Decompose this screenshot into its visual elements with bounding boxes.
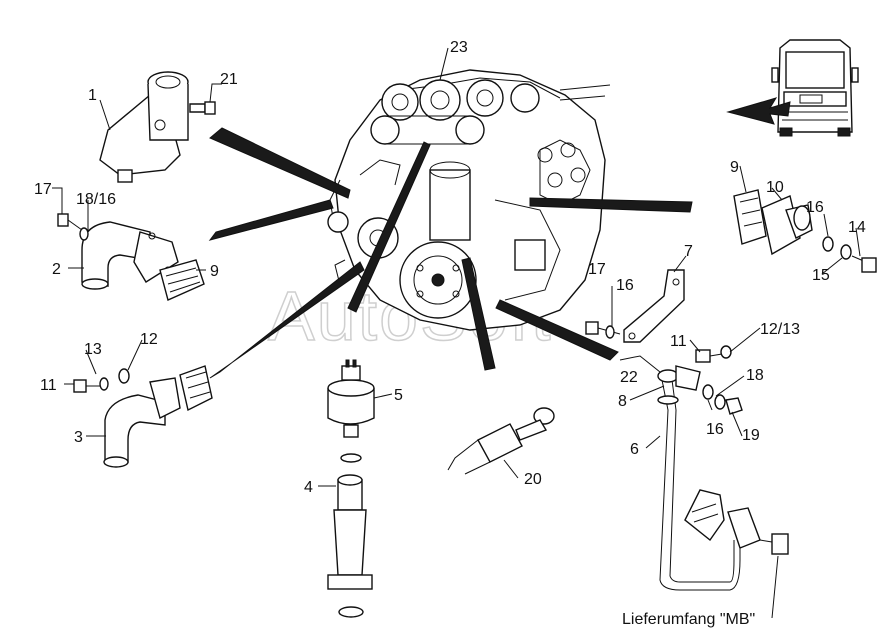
callout-11-right: 11 [670, 333, 687, 350]
part-10-outlet [761, 195, 813, 256]
callout-5: 5 [394, 387, 403, 404]
part-20-sender [447, 407, 555, 475]
leader-wedges [208, 127, 693, 379]
callout-10: 10 [766, 179, 784, 196]
bolt-17-left [57, 213, 89, 241]
part-6-flange [684, 489, 789, 555]
callout-15: 15 [812, 267, 830, 284]
callout-14: 14 [848, 219, 866, 236]
part-5-sensor [327, 359, 375, 463]
callout-11-left: 11 [40, 377, 57, 394]
callout-21: 21 [220, 71, 238, 88]
part-9-gasket-left [159, 259, 205, 301]
callout-12: 12 [140, 331, 158, 348]
callout-8: 8 [618, 393, 627, 410]
callout-19: 19 [742, 427, 760, 444]
bolts-right-group [695, 345, 743, 415]
bolt-11-left [73, 368, 130, 393]
part-4-adapter [327, 474, 373, 618]
callout-2: 2 [52, 261, 61, 278]
bolt-14-right [822, 236, 877, 273]
callout-23: 23 [450, 39, 468, 56]
view-direction-arrow [726, 97, 791, 125]
part-7-bracket [585, 269, 685, 343]
callout-18: 18 [746, 367, 764, 384]
callout-16-right: 16 [806, 199, 824, 216]
part-9-gasket-right [733, 189, 767, 245]
callout-17-center: 17 [588, 261, 606, 278]
callout-4: 4 [304, 479, 313, 496]
callout-22: 22 [620, 369, 638, 386]
callout-6: 6 [630, 441, 639, 458]
callout-12-13: 12/13 [760, 321, 800, 338]
callout-17-left: 17 [34, 181, 52, 198]
callout-3: 3 [74, 429, 83, 446]
callout-16-center: 16 [616, 277, 634, 294]
callout-leaders [52, 47, 861, 619]
callout-7: 7 [684, 243, 693, 260]
callout-18-16: 18/16 [76, 191, 116, 208]
callout-13: 13 [84, 341, 102, 358]
part-3-lower-pipe [103, 365, 213, 468]
callout-labels: 1 2 3 4 5 6 7 8 9 9 10 11 11 12 12/13 13… [34, 39, 866, 496]
callout-9-right: 9 [730, 159, 739, 176]
bus-front-view [771, 39, 859, 137]
callout-20: 20 [524, 471, 542, 488]
callout-16-lower: 16 [706, 421, 724, 438]
callout-9-left: 9 [210, 263, 219, 280]
part-6-pipe [657, 365, 741, 591]
part-2-elbow-pipe [81, 221, 179, 290]
part-1-thermostat-housing [99, 71, 216, 183]
callout-1: 1 [88, 87, 97, 104]
engine-assembly [327, 69, 611, 331]
delivery-scope-caption: Lieferumfang "MB" [622, 611, 755, 628]
